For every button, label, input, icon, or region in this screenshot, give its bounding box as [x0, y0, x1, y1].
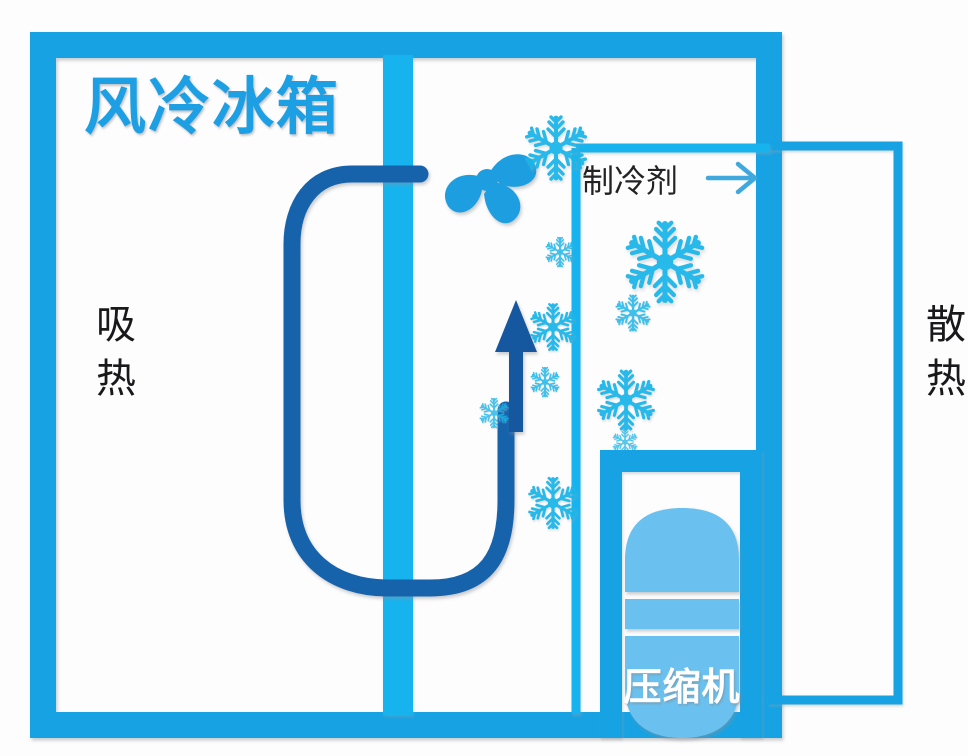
- heat-absorb-label: 吸 热: [96, 302, 136, 401]
- heat-absorb-char-1: 吸: [96, 302, 136, 347]
- freezer-compartment-outline: [571, 143, 770, 714]
- page-title: 风冷冰箱: [84, 73, 340, 142]
- snowflake-icon: [530, 303, 576, 351]
- snowflake-icon: [625, 220, 705, 304]
- refrigerant-right-arrow-icon: [705, 161, 758, 195]
- heat-dissipate-char-2: 热: [926, 356, 966, 401]
- snowflake-icon: [479, 397, 509, 429]
- divider-wall: [383, 55, 413, 715]
- heat-dissipate-label: 散 热: [926, 302, 966, 401]
- compressor-compartment-frame: [600, 450, 762, 738]
- refrigerant-label: 制冷剂: [582, 163, 678, 199]
- snowflake-icon: [530, 366, 560, 398]
- snowflake-icon: [545, 236, 575, 268]
- snowflake-icon: [528, 476, 578, 530]
- snowflake-icon: [615, 294, 651, 332]
- heat-dissipate-char-1: 散: [926, 302, 966, 347]
- refrigerant-pipe-loop: [283, 165, 515, 597]
- snowflake-icon: [524, 115, 588, 181]
- compressor-label: 压缩机: [623, 667, 740, 709]
- heat-absorb-char-2: 热: [96, 356, 136, 401]
- fan-icon: [444, 154, 537, 224]
- compressor-unit: [625, 508, 739, 738]
- condenser-outer-box: [768, 141, 903, 705]
- snowflake-icon: [597, 369, 655, 431]
- snowflake-group: [479, 115, 705, 530]
- airflow-up-arrow-icon: [495, 300, 537, 432]
